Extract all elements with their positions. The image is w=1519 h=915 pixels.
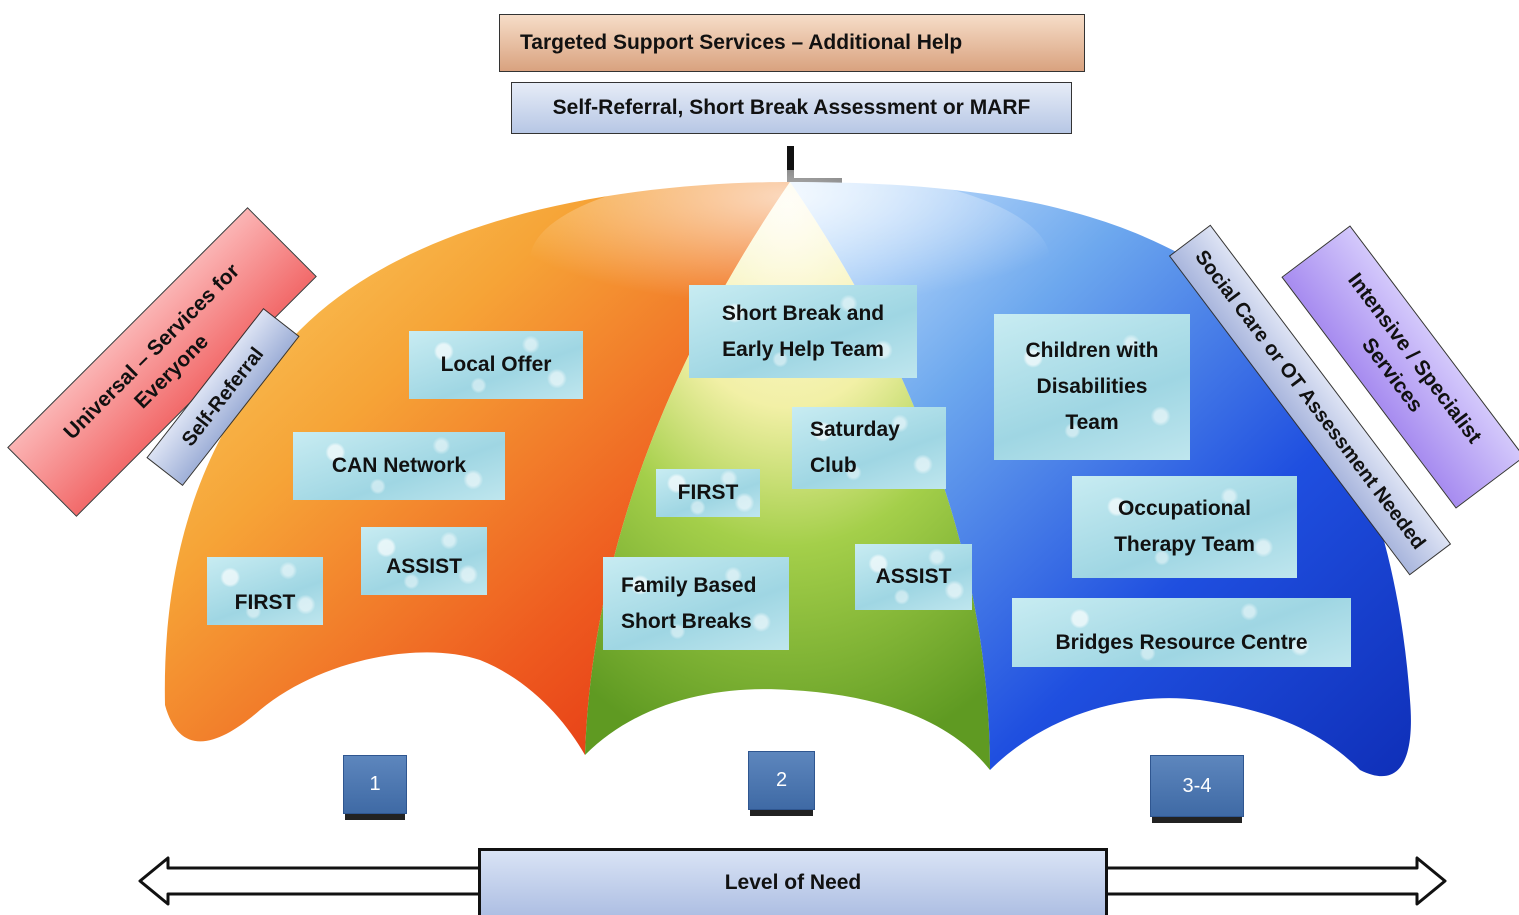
service-first-left-text: FIRST [234, 591, 296, 614]
service-first-left: FIRST [207, 557, 323, 625]
service-children-with-disabilities-team-text: Children with Disabilities Team [1025, 339, 1159, 434]
service-local-offer: Local Offer [409, 331, 583, 399]
service-bridges-resource-centre-text: Bridges Resource Centre [1055, 631, 1308, 654]
level-tag-2-text: 2 [775, 769, 788, 791]
service-can-network: CAN Network [293, 432, 505, 500]
level-tag-1-text: 1 [369, 773, 381, 795]
service-children-with-disabilities-team: Children with Disabilities Team [994, 314, 1190, 460]
service-occupational-therapy-team-text: Occupational Therapy Team [1114, 497, 1255, 556]
level-of-need-label: Level of Need [478, 848, 1108, 915]
service-first-middle-text: FIRST [677, 481, 739, 504]
header-title-box: Targeted Support Services – Additional H… [499, 14, 1085, 72]
service-assist-middle-text: ASSIST [875, 565, 952, 588]
service-assist-left: ASSIST [361, 527, 487, 595]
service-assist-middle: ASSIST [855, 544, 972, 610]
level-tag-3-4-text: 3-4 [1182, 774, 1212, 797]
service-occupational-therapy-team: Occupational Therapy Team [1072, 476, 1297, 578]
service-short-break-team-text: Short Break and Early Help Team [721, 301, 885, 361]
umbrella-tip [787, 146, 794, 182]
service-saturday-club: Saturday Club [792, 407, 946, 489]
service-family-based-short-breaks-text: Family Based Short Breaks [621, 573, 757, 633]
service-can-network-text: CAN Network [331, 454, 467, 477]
service-first-middle: FIRST [656, 469, 760, 517]
level-of-need-arrow [138, 856, 482, 906]
service-short-break-team: Short Break and Early Help Team [689, 285, 917, 378]
umbrella-highlight [530, 170, 1050, 350]
level-tag-3-4: 3-4 [1150, 755, 1244, 817]
level-of-need-text: Level of Need [724, 871, 862, 894]
level-tag-1: 1 [343, 755, 407, 814]
service-family-based-short-breaks: Family Based Short Breaks [603, 557, 789, 650]
header-subtitle-box: Self-Referral, Short Break Assessment or… [511, 82, 1072, 134]
header-title: Targeted Support Services – Additional H… [520, 31, 963, 54]
service-local-offer-text: Local Offer [440, 353, 552, 376]
service-bridges-resource-centre: Bridges Resource Centre [1012, 598, 1351, 667]
level-tag-2: 2 [748, 751, 815, 810]
service-saturday-club-text: Saturday Club [810, 418, 900, 477]
header-subtitle: Self-Referral, Short Break Assessment or… [552, 96, 1031, 119]
service-assist-left-text: ASSIST [386, 555, 462, 578]
level-of-need-arrow-right [1104, 856, 1447, 906]
